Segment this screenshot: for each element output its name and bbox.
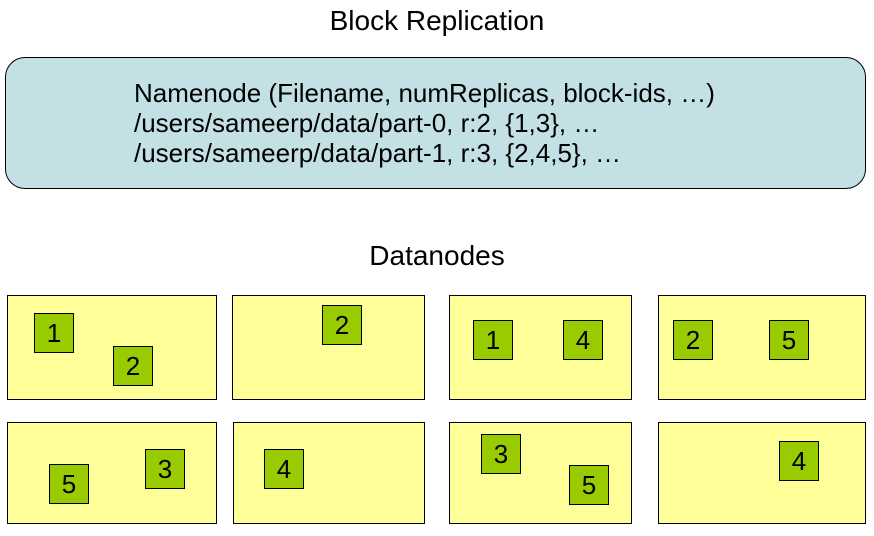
block-square: 5 <box>569 465 609 505</box>
namenode-text: Namenode (Filename, numReplicas, block-i… <box>134 78 715 168</box>
block-square: 1 <box>473 320 513 360</box>
datanode-box-4: 2 5 <box>658 295 866 400</box>
datanode-box-6: 4 <box>233 422 425 524</box>
block-square: 3 <box>145 449 185 489</box>
namenode-line-part0: /users/sameerp/data/part-0, r:2, {1,3}, … <box>134 108 600 138</box>
block-square: 3 <box>481 434 521 474</box>
namenode-line-header: Namenode (Filename, numReplicas, block-i… <box>134 78 715 108</box>
block-square: 5 <box>769 320 809 360</box>
datanode-box-7: 3 5 <box>449 422 632 524</box>
block-square: 2 <box>322 305 362 345</box>
block-square: 4 <box>264 449 304 489</box>
datanode-box-8: 4 <box>658 422 866 524</box>
namenode-box: Namenode (Filename, numReplicas, block-i… <box>5 57 866 189</box>
namenode-line-part1: /users/sameerp/data/part-1, r:3, {2,4,5}… <box>134 138 622 168</box>
block-square: 4 <box>779 441 819 481</box>
datanode-box-1: 1 2 <box>7 295 217 400</box>
datanode-box-3: 1 4 <box>449 295 632 400</box>
datanodes-label: Datanodes <box>369 240 505 271</box>
datanode-box-5: 5 3 <box>7 422 217 524</box>
block-square: 5 <box>49 464 89 504</box>
block-square: 2 <box>113 346 153 386</box>
block-square: 2 <box>673 320 713 360</box>
block-square: 1 <box>34 313 74 353</box>
datanode-box-2: 2 <box>232 295 425 400</box>
diagram-title: Block Replication <box>329 5 545 36</box>
block-square: 4 <box>563 320 603 360</box>
